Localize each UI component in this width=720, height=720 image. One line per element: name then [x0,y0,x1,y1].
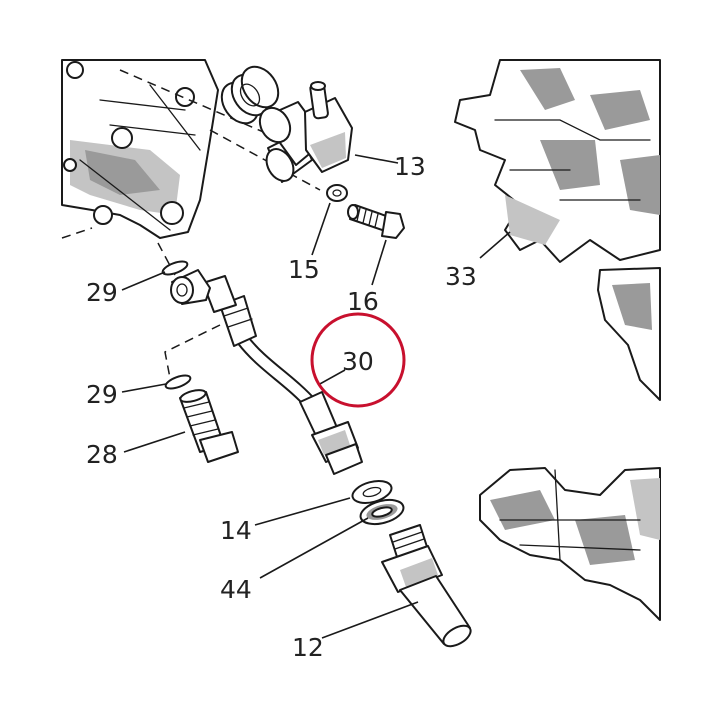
hose-30 [202,275,339,441]
sensor-part-13 [258,81,353,183]
part-label-29-upper: 29 [86,278,118,307]
gear-assembly-33 [454,59,661,621]
part-label-13: 13 [394,152,426,181]
o-ring-44 [359,498,405,526]
part-label-44: 44 [220,575,252,604]
part-label-15: 15 [288,255,320,284]
part-label-28: 28 [86,440,118,469]
hose-nut [311,421,363,475]
washer-15 [326,184,348,202]
highlight-circle [310,312,406,408]
part-label-12: 12 [292,633,324,662]
sensor-part-12 [381,524,472,648]
bolt-16 [347,204,405,239]
part-label-16: 16 [347,287,379,316]
washer-14 [351,480,393,504]
part-label-30: 30 [342,347,374,376]
engine-casing [61,59,321,239]
leader-lines [121,154,511,639]
part-label-14: 14 [220,516,252,545]
part-label-29-lower: 29 [86,380,118,409]
spring [220,65,280,125]
part-label-33: 33 [445,262,477,291]
banjo-fitting [157,242,221,379]
banjo-bolt-28 [179,389,239,463]
washer-29-lower [164,374,192,390]
